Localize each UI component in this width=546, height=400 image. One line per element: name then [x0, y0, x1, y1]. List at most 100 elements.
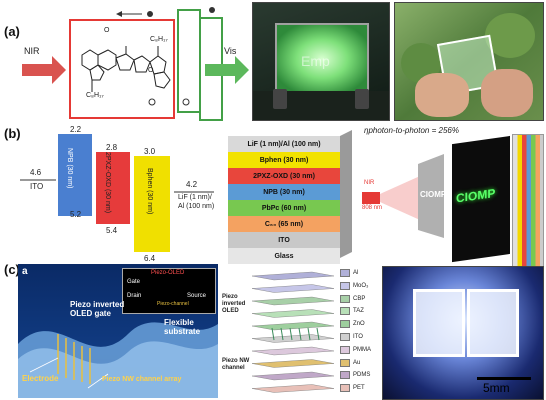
nanowire [280, 327, 284, 341]
molecule-structure [81, 46, 171, 92]
exploded-layer [251, 371, 335, 381]
legend-swatch [340, 269, 350, 277]
stack-layer-2: Bphen (30 nm) [228, 152, 340, 168]
ito-level: 4.6 [30, 168, 42, 177]
panel-label-b: (b) [4, 126, 21, 141]
pxz-bottom-level: 5.4 [106, 226, 118, 235]
legend-swatch [340, 320, 350, 329]
lif-level: 4.2 [186, 180, 198, 189]
legend-swatch [340, 371, 350, 380]
inset-gate: Gate [127, 279, 141, 285]
exploded-layer [251, 384, 335, 393]
piezo-oled-schematic: Piezo-OLED Drain Source Gate Piezo-chann… [18, 264, 218, 398]
schematic-sub-label: a [22, 266, 28, 277]
oled-group-label: Piezo inverted OLED [222, 294, 246, 314]
legend-swatch [340, 333, 350, 341]
ciomp-display: CIOMP [452, 135, 510, 263]
lif-label-1: LiF (1 nm)/ [178, 194, 212, 201]
npb-bottom-level: 5.2 [70, 210, 82, 219]
inset-source: Source [187, 293, 207, 299]
legend-item: CBP [340, 294, 365, 304]
stack-layer-3: 2PXZ-OXD (30 nm) [228, 168, 340, 184]
nir-wavelength: 808 nm [362, 205, 383, 211]
exploded-layer [251, 309, 335, 318]
legend-item: PET [340, 383, 365, 393]
nir-beam-diagram [362, 154, 444, 238]
legend-swatch [340, 384, 350, 393]
legend-swatch [340, 345, 350, 354]
bphen-top-level: 3.0 [144, 147, 156, 156]
legend-item: Al [340, 268, 358, 278]
photo-green-device: Emp [252, 2, 390, 121]
legend-swatch [340, 294, 350, 303]
exploded-layer [251, 296, 335, 306]
oled-gate-label: Piezo inverted OLED gate [70, 300, 125, 318]
alkyl-bottom: C₈H₁₇ [86, 92, 104, 99]
device-ciomp-text: CIOMP [420, 190, 447, 199]
bphen-bar-label: Bphen (30 nm) [146, 168, 153, 215]
legend-item: MoO₃ [340, 281, 368, 291]
mini-stack-side [512, 134, 544, 270]
legend-label: PET [353, 385, 365, 392]
scale-bar [477, 377, 531, 380]
stack-layer-5: PbPc (60 nm) [228, 200, 340, 216]
green-box-1 [177, 9, 201, 113]
nir-arrow [22, 56, 66, 84]
exploded-layer [251, 271, 335, 281]
exploded-layer [251, 334, 335, 343]
inset-drain: Drain [127, 293, 142, 299]
photo-glowing-device: 5mm [382, 266, 544, 400]
exploded-layer [251, 359, 335, 368]
stack-layer-1: LiF (1 nm)/Al (100 nm) [228, 136, 340, 152]
nanowire [271, 327, 275, 341]
exploded-layer [251, 284, 335, 293]
svg-text:O: O [104, 27, 110, 34]
inset-title: Piezo-OLED [151, 270, 185, 276]
exploded-layer [251, 346, 335, 356]
nanowire [298, 327, 302, 341]
alkyl-top: C₈H₁₇ [150, 36, 168, 43]
legend-item: PMMA [340, 345, 371, 355]
panel-a-schematic: O O [22, 7, 249, 121]
nanowire [289, 327, 293, 341]
vis-label: Vis [224, 46, 237, 56]
legend-item: TAZ [340, 306, 364, 316]
legend-item: Au [340, 358, 360, 368]
efficiency-label: ηphoton-to-photon = 256% [364, 126, 459, 135]
nir-label: NIR [24, 46, 40, 56]
panel-label-c: (c) [4, 262, 20, 277]
legend-item: ITO [340, 332, 363, 342]
nw-array-label: Piezo NW channel array [102, 376, 182, 383]
red-box [69, 19, 175, 119]
npb-bar-label: NPB (30 nm) [66, 148, 73, 189]
nir-source-label: NIR [364, 180, 375, 186]
svg-text:O: O [148, 67, 154, 74]
legend-item: PDMS [340, 370, 370, 380]
legend-swatch [340, 281, 350, 290]
bphen-bar [134, 156, 170, 252]
nanowire [316, 327, 320, 341]
nw-group-label: Piezo NW channel [222, 358, 250, 371]
stack-layer-8: Glass [228, 248, 340, 264]
inset-channel: Piezo-channel [157, 301, 189, 307]
legend-label: PMMA [353, 346, 371, 353]
photo-device-text: Emp [301, 53, 330, 69]
legend-label: Al [353, 270, 359, 276]
legend-label: CBP [353, 295, 366, 302]
inset-circuit: Piezo-OLED Drain Source Gate Piezo-chann… [122, 268, 216, 314]
nanowire [307, 327, 311, 341]
stack-layer-6: C₆₀ (65 nm) [228, 216, 340, 232]
npb-bar [58, 134, 92, 216]
stack-layer-7: ITO [228, 232, 340, 248]
legend-label: Au [353, 359, 361, 366]
pxz-bar [96, 152, 130, 224]
panel-label-a: (a) [4, 24, 20, 39]
npb-top-level: 2.2 [70, 125, 82, 134]
legend-item: ZnO [340, 319, 365, 329]
energy-level-diagram [20, 134, 214, 252]
legend-label: PDMS [353, 372, 371, 379]
exploded-layer [251, 321, 335, 331]
photo-hand-leaves [394, 2, 544, 121]
lif-label-2: Al (100 nm) [178, 203, 215, 210]
